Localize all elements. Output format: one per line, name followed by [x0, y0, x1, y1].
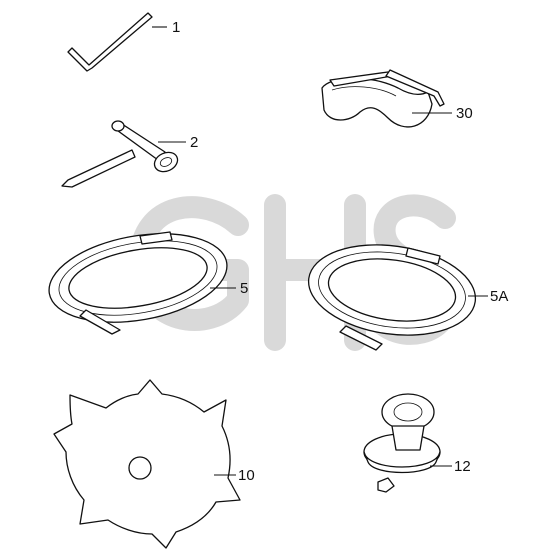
part-label-5A: 5A	[490, 288, 508, 305]
part-label-5: 5	[240, 280, 248, 297]
box-spanner-part: 2	[61, 120, 198, 188]
blade-guard-a-part: 5	[48, 231, 248, 335]
blade-guard-b-part: 5A	[307, 244, 508, 351]
brush-cutter-blade-part: 10	[53, 379, 255, 549]
safety-glasses-part: 30	[321, 69, 473, 128]
part-label-30: 30	[456, 105, 473, 122]
part-label-10: 10	[238, 467, 255, 484]
part-label-2: 2	[190, 134, 198, 151]
allen-key-part: 1	[67, 12, 180, 72]
part-label-1: 1	[172, 19, 180, 36]
nylon-head-part: 12	[363, 393, 471, 493]
part-label-12: 12	[454, 458, 471, 475]
